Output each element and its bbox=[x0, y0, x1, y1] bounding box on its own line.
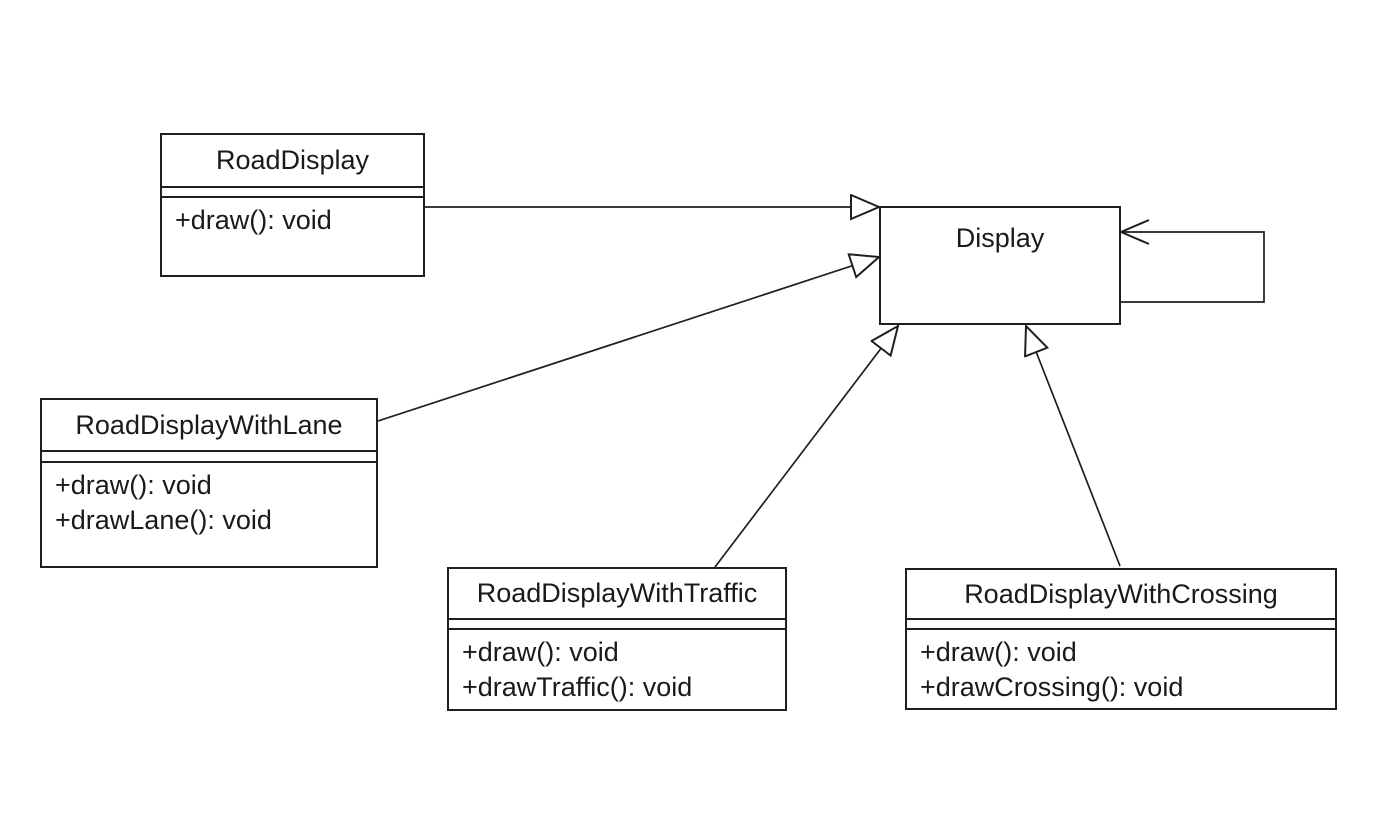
class-name: RoadDisplay bbox=[162, 135, 423, 188]
methods-compartment: +draw(): void bbox=[162, 198, 423, 238]
method: +drawLane(): void bbox=[55, 505, 272, 535]
attributes-compartment bbox=[449, 620, 785, 630]
class-name: RoadDisplayWithLane bbox=[42, 400, 376, 452]
class-box-display: Display bbox=[879, 206, 1121, 325]
generalization-roaddisplaywithlane-to-display bbox=[377, 257, 879, 422]
method: +draw(): void bbox=[55, 470, 212, 500]
class-name: RoadDisplayWithTraffic bbox=[449, 569, 785, 620]
methods-compartment: +draw(): void +drawTraffic(): void bbox=[449, 630, 785, 705]
self-association-display bbox=[1120, 219, 1265, 303]
method: +drawCrossing(): void bbox=[920, 672, 1184, 702]
class-box-roaddisplaywithtraffic: RoadDisplayWithTraffic +draw(): void +dr… bbox=[447, 567, 787, 711]
class-box-roaddisplaywithcrossing: RoadDisplayWithCrossing +draw(): void +d… bbox=[905, 568, 1337, 710]
class-name: Display bbox=[955, 222, 1045, 253]
generalization-roaddisplaywithcrossing-to-display bbox=[1026, 326, 1121, 567]
method: +drawTraffic(): void bbox=[462, 672, 693, 702]
class-box-roaddisplaywithlane: RoadDisplayWithLane +draw(): void +drawL… bbox=[40, 398, 378, 568]
methods-compartment: +draw(): void +drawCrossing(): void bbox=[907, 630, 1335, 705]
class-box-roaddisplay: RoadDisplay +draw(): void bbox=[160, 133, 425, 277]
method: +draw(): void bbox=[175, 205, 332, 235]
attributes-compartment bbox=[907, 620, 1335, 630]
attributes-compartment bbox=[162, 188, 423, 198]
generalization-roaddisplaywithtraffic-to-display bbox=[714, 326, 898, 568]
attributes-compartment bbox=[42, 452, 376, 463]
methods-compartment: +draw(): void +drawLane(): void bbox=[42, 463, 376, 538]
class-name: RoadDisplayWithCrossing bbox=[907, 570, 1335, 620]
method: +draw(): void bbox=[462, 637, 619, 667]
method: +draw(): void bbox=[920, 637, 1077, 667]
